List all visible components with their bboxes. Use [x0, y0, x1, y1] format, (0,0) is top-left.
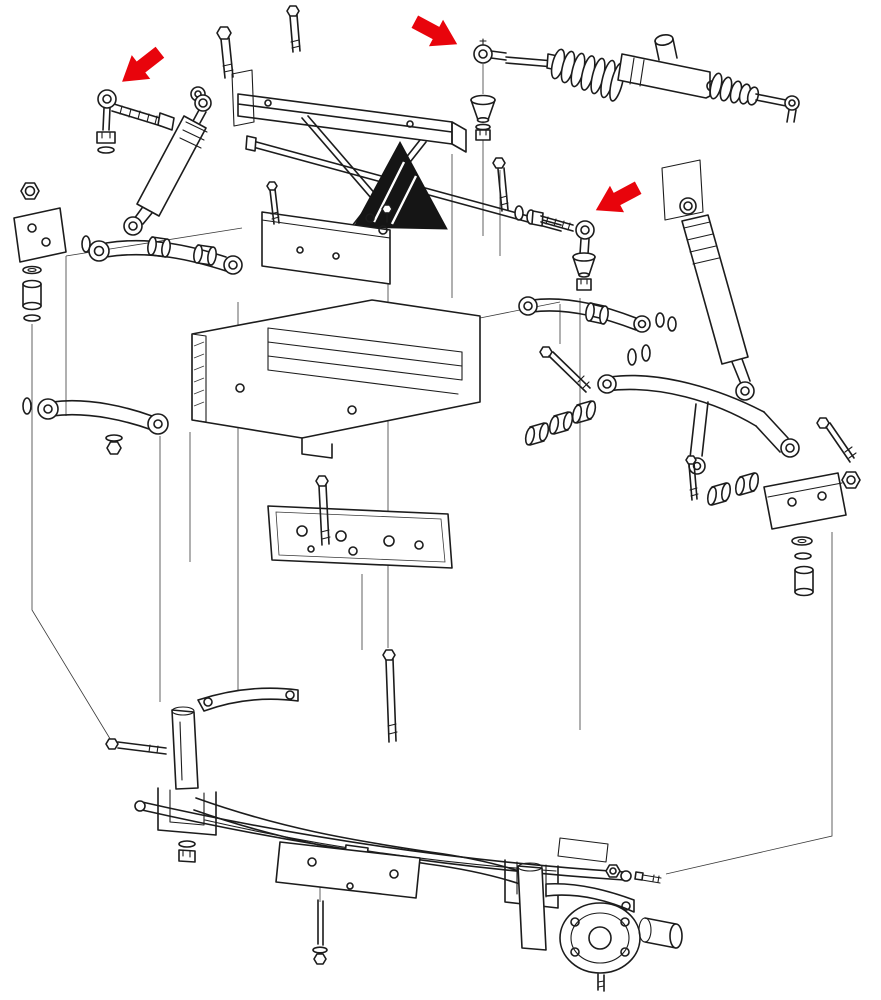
- hardware-stack-right: [685, 417, 861, 597]
- front-axle-beam: [193, 797, 529, 965]
- bracket-bolt: [266, 181, 280, 225]
- tie-rod-end-center: [470, 38, 507, 141]
- pointer-arrow-1: [122, 46, 165, 82]
- pointer-arrow-3: [595, 181, 642, 213]
- pointer-arrow-2: [411, 15, 458, 47]
- pointer-arrows: [122, 15, 642, 213]
- bellows-boot-left: [550, 48, 625, 102]
- steering-rack-assembly: [505, 34, 800, 123]
- spindle-assembly-left: [105, 687, 299, 863]
- control-arm-upper-right: [518, 296, 677, 333]
- hardware-stack-left: [13, 182, 67, 322]
- brake-hub-flange: [559, 902, 641, 974]
- support-gusset-triangle: [353, 140, 448, 230]
- arrow-icon: [411, 15, 458, 47]
- shock-absorber-left: [123, 94, 212, 236]
- shock-absorber-right: [661, 159, 755, 401]
- control-arm-lower-left: [22, 397, 169, 455]
- spindle-assembly-right: [504, 837, 683, 992]
- control-arm-lower-right: [524, 344, 800, 475]
- fastener-bolts-lower: [315, 475, 398, 743]
- bellows-boot-right: [709, 72, 760, 106]
- tie-rod-end-left: [96, 86, 206, 154]
- control-arm-upper-left: [81, 235, 243, 275]
- tie-rod-end-right: [531, 210, 596, 291]
- frame-channel: [191, 299, 481, 459]
- mounting-plate: [267, 505, 453, 569]
- fastener-bolts-top: [216, 5, 301, 79]
- upper-support-bracket: [231, 69, 467, 285]
- arrow-icon: [122, 46, 165, 82]
- arrow-icon: [595, 181, 642, 213]
